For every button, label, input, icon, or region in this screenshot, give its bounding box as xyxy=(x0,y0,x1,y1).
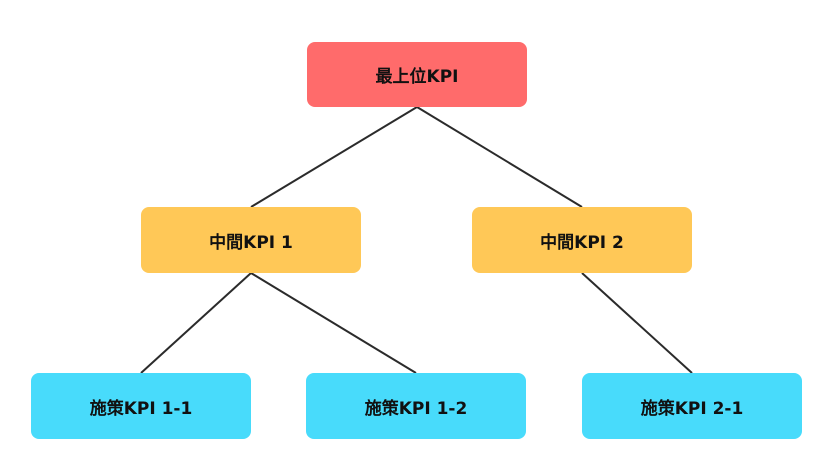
connector-top-to-mid1 xyxy=(250,106,418,208)
node-measure-kpi-1-1: 施策KPI 1-1 xyxy=(31,373,251,439)
node-middle-kpi-1: 中間KPI 1 xyxy=(141,207,361,273)
connector-top-to-mid2 xyxy=(416,106,583,208)
connector-mid1-to-leaf11 xyxy=(140,272,252,374)
node-middle-kpi-2: 中間KPI 2 xyxy=(472,207,692,273)
node-measure-kpi-1-2: 施策KPI 1-2 xyxy=(306,373,526,439)
connector-mid1-to-leaf12 xyxy=(250,272,417,374)
node-measure-kpi-2-1: 施策KPI 2-1 xyxy=(582,373,802,439)
connector-mid2-to-leaf21 xyxy=(581,272,693,374)
node-top-kpi: 最上位KPI xyxy=(307,42,527,107)
